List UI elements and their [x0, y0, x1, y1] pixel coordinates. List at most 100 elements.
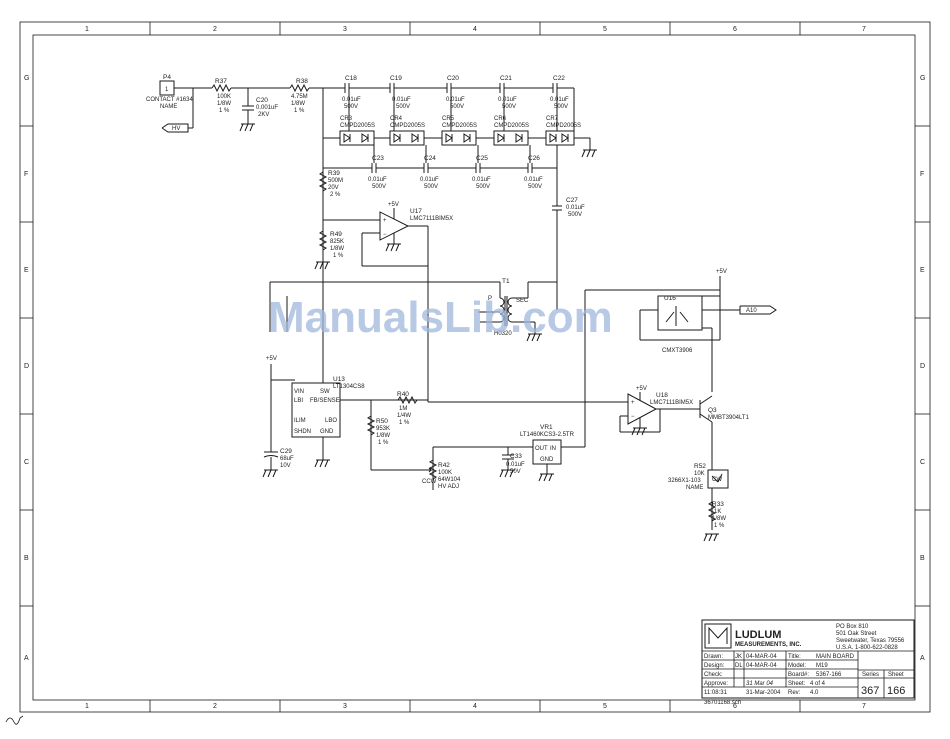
feedback-divider: R39 500M 20V 2 % R49 825K 1/8W 1 % + − U… [314, 170, 453, 402]
grid-row-g-right: G [920, 75, 925, 82]
r38-watt: 1/8W [291, 101, 305, 107]
tb-sheet-val: 4 of 4 [810, 681, 826, 687]
u13-ref: U13 [333, 376, 345, 383]
u13-section: +5V U13 LT1304CS8 VIN SW LBI FB/SENSE IL… [262, 356, 620, 478]
r40-value: 1M [399, 406, 407, 412]
cr6-value: CMPD2005S [494, 123, 529, 129]
tb-sheet-label: Sheet [888, 672, 904, 678]
tb-sheet-num: 166 [887, 685, 905, 697]
u13-gnd: GND [320, 429, 334, 435]
transformer-section: T1 P SEC H0320 [269, 262, 557, 380]
tb-approve-date: 31 Mar 04 [746, 681, 774, 687]
r37-watt: 1/8W [217, 101, 231, 107]
t1-ref: T1 [502, 278, 510, 285]
r50-value: 953K [376, 426, 390, 432]
u16-section: +5V U16 CMXT3906 A10 [584, 269, 777, 447]
reference-section: R42 100K 64W104 HV ADJ CCW C33 0.01uF 50… [422, 424, 585, 490]
inner-border [32, 34, 916, 701]
tb-series-label: Series [862, 672, 879, 678]
transformer-primary [499, 297, 505, 323]
c33-value: 0.01uF [506, 462, 525, 468]
r37-value: 100K [217, 94, 231, 100]
grid-row-d-right: D [920, 363, 925, 370]
r33-tol: 1 % [714, 523, 725, 529]
resistor-r40 [397, 395, 418, 405]
c24-value: 0.01uF [420, 177, 439, 183]
u13-vin: VIN [294, 389, 304, 395]
address-4: U.S.A. 1-800-622-0828 [836, 645, 898, 651]
cr7-ref: CR7 [546, 116, 559, 122]
c33-ref: C33 [510, 453, 522, 460]
r42-ref: R42 [438, 462, 450, 469]
grid-row-b: B [24, 555, 29, 562]
c27-volt: 500V [568, 212, 582, 218]
r40-watt: 1/4W [397, 413, 411, 419]
multiplier-ladder: C18 0.01uF 500V C19 0.01uF 500V C20 0.01… [323, 75, 597, 310]
c21-value: 0.01uF [498, 97, 517, 103]
grid-ticks [20, 22, 930, 712]
r39-tol: 2 % [330, 192, 341, 198]
r52-name: NAME [686, 485, 703, 491]
hv-port-label: HV [172, 126, 180, 132]
r38-value: 4.75M [291, 94, 308, 100]
a10-port-label: A10 [746, 308, 757, 314]
tb-date: 31-Mar-2004 [746, 690, 781, 696]
p4-label: CONTACT #1634 [146, 97, 193, 103]
u18-minus: − [631, 414, 635, 420]
grid-row-f-right: F [920, 171, 924, 178]
tb-design-val: DL [735, 663, 743, 669]
resistor-r49 [318, 230, 328, 251]
grid-col-5: 5 [603, 26, 607, 33]
tb-footer: 36701168.sch [704, 700, 741, 706]
grid-col-6: 6 [733, 26, 737, 33]
vr1-out: OUT [535, 446, 548, 452]
c20hv-volt: 2KV [258, 112, 269, 118]
transformer-secondary [507, 297, 513, 323]
r52-part: 3266X1-103 [668, 478, 701, 484]
grid-row-a-right: A [920, 655, 925, 662]
grid-col-1: 1 [85, 26, 89, 33]
tb-approve-key: Approve: [704, 681, 728, 687]
u16-supply: +5V [716, 269, 727, 275]
c19-volt: 500V [396, 104, 410, 110]
c19-value: 0.01uF [392, 97, 411, 103]
r33-value: 1K [714, 509, 721, 515]
c29-ref: C29 [280, 448, 292, 455]
u16-part: CMXT3906 [662, 348, 693, 354]
ground-c20 [239, 123, 255, 132]
u18-part: LMC7111BIM5X [650, 400, 693, 406]
p4-pin: 1 [165, 87, 169, 93]
c21-volt: 500V [502, 104, 516, 110]
opamp-u18 [627, 393, 658, 425]
ground-ladder [581, 149, 597, 158]
ground-c29 [262, 469, 278, 478]
potentiometer-r42 [428, 459, 438, 480]
r39-volt: 20V [328, 185, 339, 191]
c26-volt: 500V [528, 184, 542, 190]
c18-volt: 500V [344, 104, 358, 110]
vr1-in: IN [550, 446, 556, 452]
cr4-ref: CR4 [390, 116, 403, 122]
c25-volt: 500V [476, 184, 490, 190]
ground-u13 [314, 459, 330, 468]
t1-pri: P [488, 296, 492, 302]
tb-model-key: Model: [788, 663, 806, 669]
c23-value: 0.01uF [368, 177, 387, 183]
c25-value: 0.01uF [472, 177, 491, 183]
resistor-r37 [211, 83, 232, 93]
r50-watt: 1/8W [376, 433, 390, 439]
company-name: LUDLUM [735, 629, 781, 641]
c20hv-value: 0.001uF [256, 105, 278, 111]
watermark: ManualsLib.com [268, 293, 613, 342]
vr1-part: LT1460KCS3-2.5TR [520, 432, 575, 438]
grid-row-e: E [24, 267, 29, 274]
grid-col-4-bottom: 4 [473, 703, 477, 710]
ground-u17 [385, 243, 401, 252]
grid-row-a: A [24, 655, 29, 662]
grid-col-7-bottom: 7 [862, 703, 866, 710]
tb-design-date: 04-MAR-04 [746, 663, 777, 669]
c20-value: 0.01uF [446, 97, 465, 103]
c18-value: 0.01uF [342, 97, 361, 103]
r40-ref: R40 [397, 391, 409, 398]
